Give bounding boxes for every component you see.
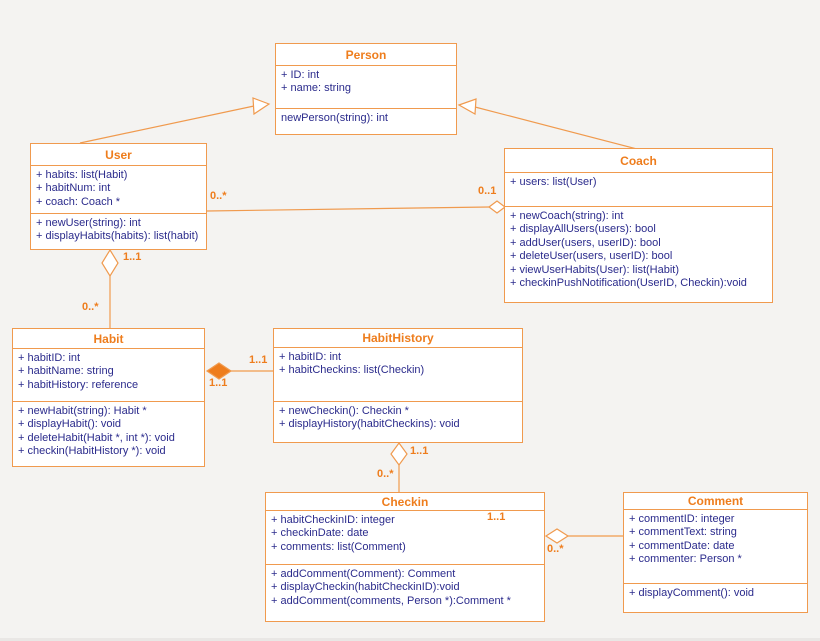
generalization-coach-person: [457, 98, 638, 150]
multiplicity-user-coach-coach-end: 0..1: [478, 185, 497, 197]
member-line: + displayCheckin(habitCheckinID):void: [271, 581, 460, 594]
class-checkin-methods: + addComment(Comment): Comment+ displayC…: [266, 564, 544, 621]
class-comment-methods: + displayComment(): void: [624, 583, 807, 612]
class-person-attributes: + ID: int+ name: string: [276, 65, 456, 108]
filled-diamond-icon: [205, 362, 233, 380]
multiplicity-checkin-comment-comment-end: 0..*: [547, 543, 564, 555]
class-user-methods: + newUser(string): int+ displayHabits(ha…: [31, 213, 206, 249]
member-line: + habitID: int: [18, 352, 81, 364]
member-line: + displayHabits(habits): list(habit): [36, 230, 199, 243]
member-line: + habitHistory: reference: [18, 378, 139, 391]
member-line: + deleteHabit(Habit *, int *): void: [18, 431, 175, 444]
member-line: + addComment(comments, Person *):Comment…: [271, 594, 511, 607]
canvas-bottom-edge: [0, 638, 820, 641]
multiplicity-user-coach-user-end: 0..*: [210, 190, 227, 202]
multiplicity-habit-history-habit-end: 1..1: [209, 377, 228, 389]
multiplicity-habit-history-history-end: 1..1: [249, 354, 268, 366]
class-user-attributes: + habits: list(Habit)+ habitNum: int+ co…: [31, 165, 206, 213]
multiplicity-user-habit-habit-end: 0..*: [82, 301, 99, 313]
class-checkin-title: Checkin: [381, 494, 429, 509]
member-line: + ID: int: [281, 69, 320, 81]
hollow-diamond-icon: [390, 441, 408, 467]
class-coach-methods: + newCoach(string): int+ displayAllUsers…: [505, 206, 772, 302]
member-line: + habitNum: int: [36, 182, 111, 195]
member-line: + habitCheckinID: integer: [271, 514, 395, 526]
multiplicity-checkin-comment-checkin-end: 1..1: [487, 511, 506, 523]
member-line: + addUser(users, userID): bool: [510, 236, 661, 249]
class-person-methods: newPerson(string): int: [276, 108, 456, 134]
member-line: + habitCheckins: list(Checkin): [279, 364, 425, 377]
member-line: + newUser(string): int: [36, 217, 141, 229]
class-habithistory: HabitHistory + habitID: int+ habitChecki…: [273, 328, 523, 443]
member-line: + newCheckin(): Checkin *: [279, 405, 409, 417]
hollow-diamond-icon: [488, 200, 506, 214]
class-comment-attributes: + commentID: integer+ commentText: strin…: [624, 509, 807, 583]
member-line: + name: string: [281, 82, 352, 95]
member-line: + checkinPushNotification(UserID, Checki…: [510, 277, 747, 290]
member-line: + habitName: string: [18, 365, 114, 378]
hollow-diamond-icon: [101, 248, 119, 278]
class-checkin: Checkin + habitCheckinID: integer+ check…: [265, 492, 545, 622]
class-person: Person + ID: int+ name: string newPerson…: [275, 43, 457, 135]
member-line: + coach: Coach *: [36, 195, 121, 208]
member-line: + newHabit(string): Habit *: [18, 405, 147, 417]
member-line: + displayHabit(): void: [18, 418, 122, 431]
class-coach-title: Coach: [620, 153, 657, 168]
aggregation-habithistory-checkin: [390, 441, 408, 492]
hollow-diamond-icon: [544, 528, 570, 544]
member-line: + checkinDate: date: [271, 527, 369, 540]
aggregation-user-habit: [101, 248, 119, 328]
member-line: + users: list(User): [510, 176, 597, 188]
member-line: + deleteUser(users, userID): bool: [510, 250, 673, 263]
member-line: + habits: list(Habit): [36, 169, 128, 181]
member-line: + newCoach(string): int: [510, 210, 624, 222]
member-line: + commenter: Person *: [629, 553, 742, 566]
member-line: + displayHistory(habitCheckins): void: [279, 418, 460, 431]
class-habit-methods: + newHabit(string): Habit *+ displayHabi…: [13, 401, 204, 466]
member-line: + habitID: int: [279, 351, 342, 363]
class-user: User + habits: list(Habit)+ habitNum: in…: [30, 143, 207, 250]
multiplicity-history-checkin-history-end: 1..1: [410, 445, 429, 457]
class-comment: Comment + commentID: integer+ commentTex…: [623, 492, 808, 613]
class-comment-title: Comment: [687, 494, 744, 508]
member-line: + commentText: string: [629, 526, 737, 539]
aggregation-checkin-comment: [544, 528, 623, 544]
class-habit-title: Habit: [93, 331, 124, 346]
member-line: + commentID: integer: [629, 513, 735, 525]
member-line: newPerson(string): int: [281, 112, 388, 124]
multiplicity-history-checkin-checkin-end: 0..*: [377, 468, 394, 480]
member-line: + displayComment(): void: [629, 587, 755, 599]
class-habit: Habit + habitID: int+ habitName: string+…: [12, 328, 205, 467]
member-line: + viewUserHabits(User): list(Habit): [510, 263, 680, 276]
class-person-title: Person: [345, 47, 387, 62]
member-line: + addComment(Comment): Comment: [271, 568, 456, 580]
class-coach-attributes: + users: list(User): [505, 172, 772, 206]
member-line: + comments: list(Comment): [271, 540, 406, 553]
class-coach: Coach + users: list(User) + newCoach(str…: [504, 148, 773, 303]
member-line: + commentDate: date: [629, 539, 735, 552]
generalization-user-person: [79, 97, 271, 144]
class-habit-attributes: + habitID: int+ habitName: string+ habit…: [13, 348, 204, 401]
class-habithistory-methods: + newCheckin(): Checkin *+ displayHistor…: [274, 401, 522, 442]
composition-habit-habithistory: [205, 362, 273, 380]
hollow-triangle-icon: [252, 97, 271, 116]
class-user-title: User: [105, 147, 132, 162]
class-habithistory-attributes: + habitID: int+ habitCheckins: list(Chec…: [274, 347, 522, 401]
member-line: + displayAllUsers(users): bool: [510, 223, 656, 236]
hollow-triangle-icon: [457, 98, 477, 115]
member-line: + checkin(HabitHistory *): void: [18, 445, 166, 458]
class-checkin-attributes: + habitCheckinID: integer+ checkinDate: …: [266, 510, 544, 564]
class-habithistory-title: HabitHistory: [362, 331, 434, 345]
multiplicity-user-habit-user-end: 1..1: [123, 251, 142, 263]
aggregation-user-coach: [206, 200, 506, 214]
